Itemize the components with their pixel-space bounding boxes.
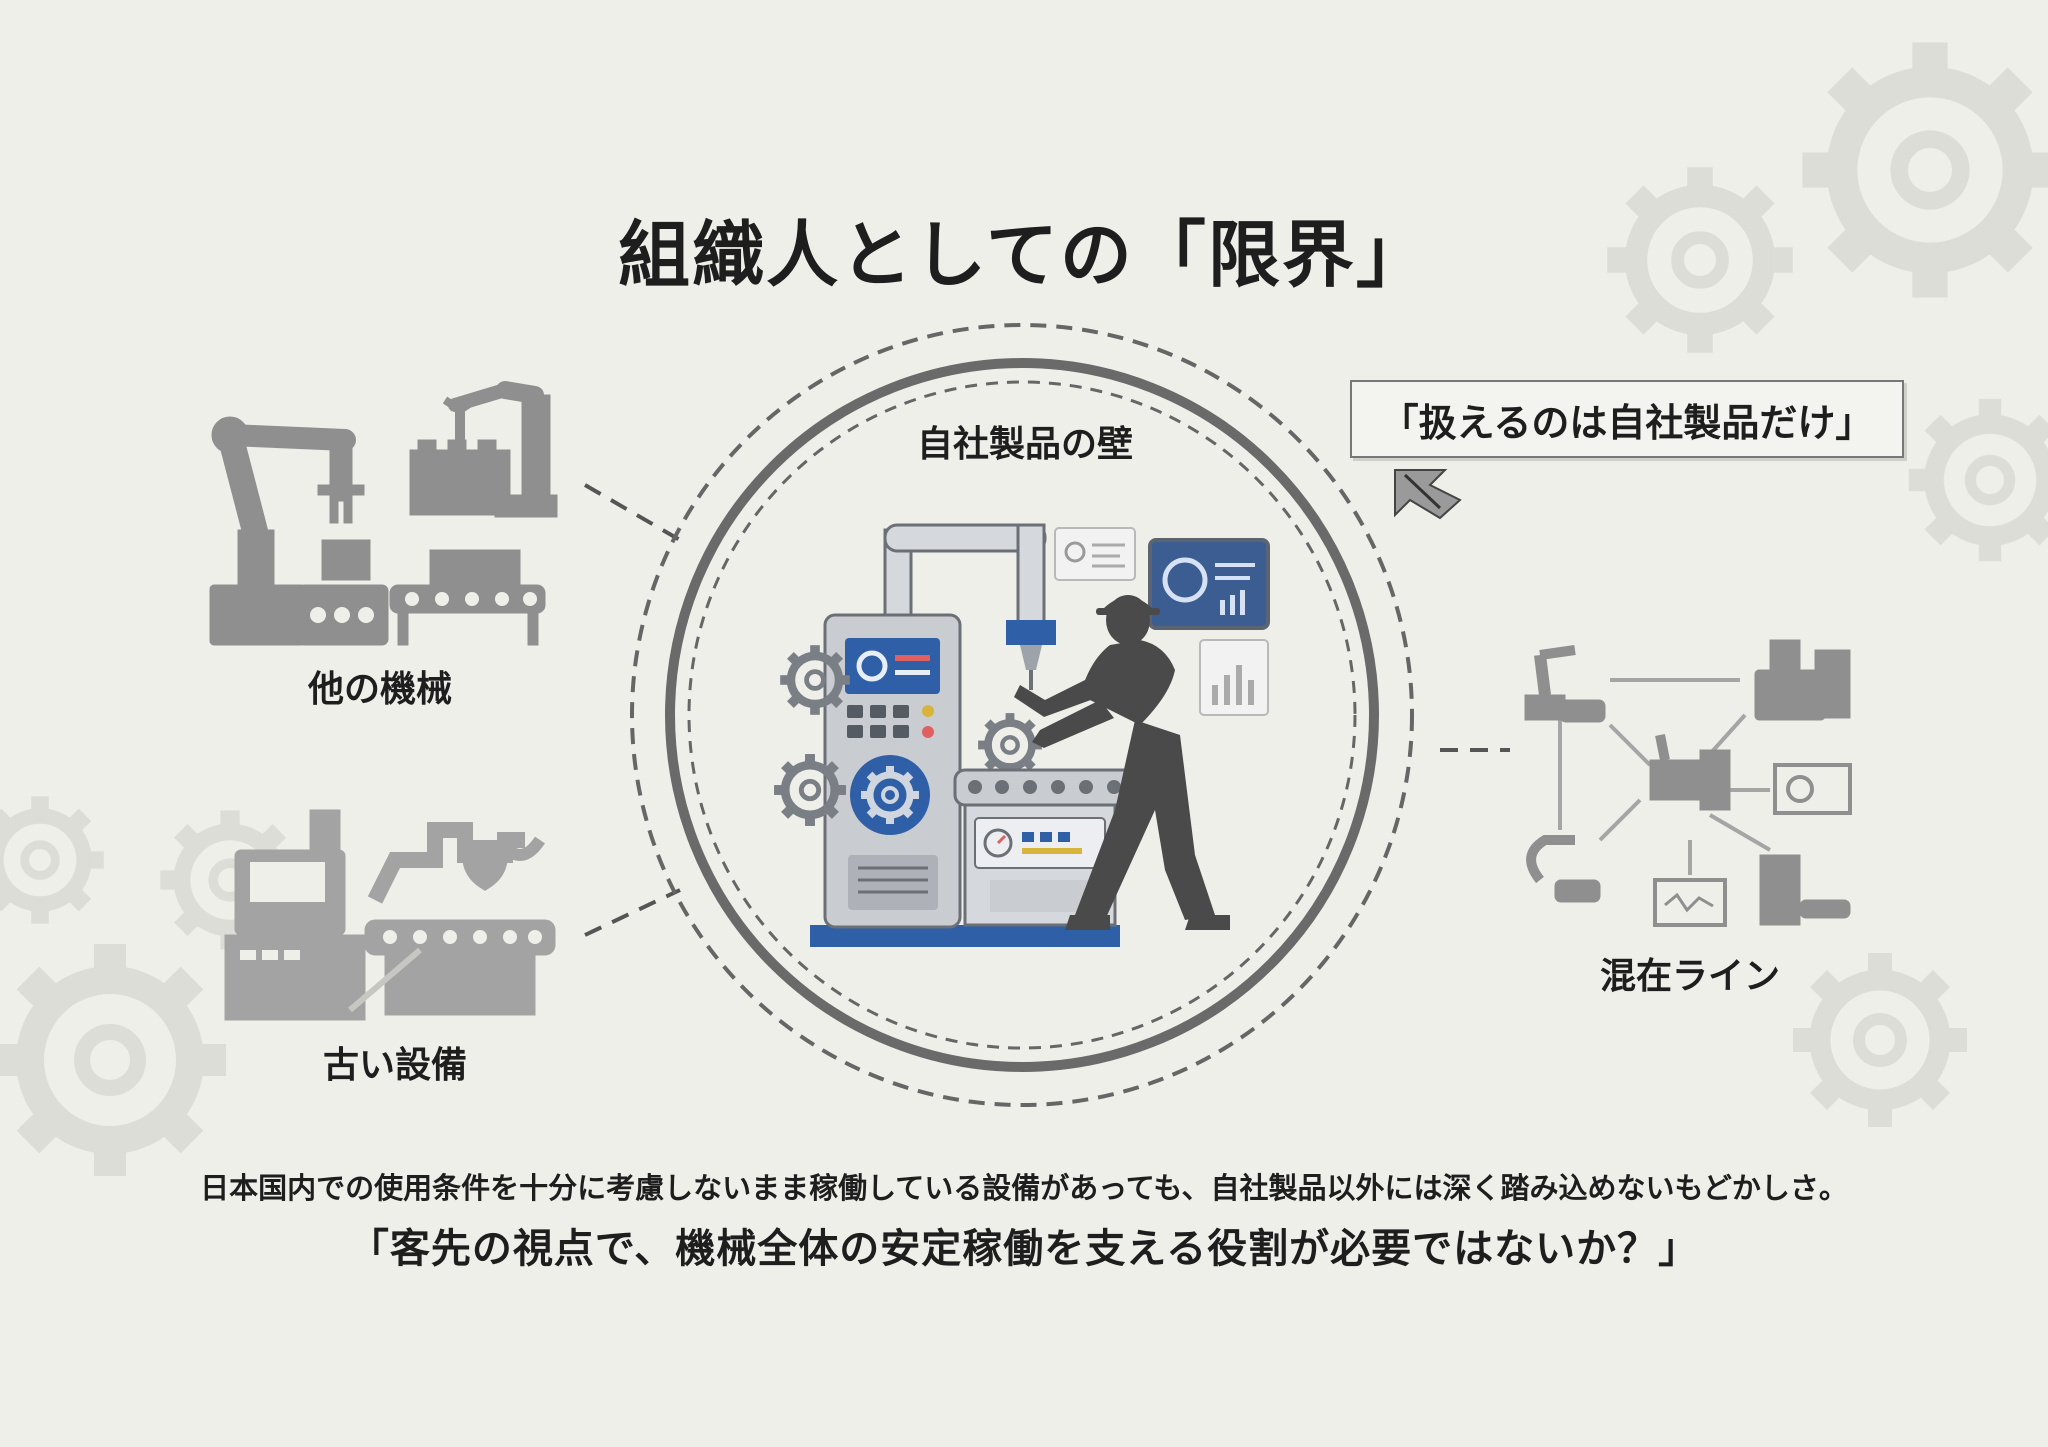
connector-lines: [583, 483, 1510, 937]
mixed-line-icon: [1524, 639, 1852, 927]
node-label-other-machines: 他の機械: [307, 669, 452, 710]
outer-dashed-ring: [630, 323, 1414, 1107]
inner-dashed-ring: [687, 380, 1357, 1050]
callout-box: 「扱えるのは自社製品だけ」: [1350, 380, 1904, 458]
footer-question: 「客先の視点で、機械全体の安定稼働を支える役割が必要ではないか？」: [348, 1226, 1700, 1272]
node-label-old-equipment: 古い設備: [322, 1045, 467, 1086]
connector-other-machines: [583, 483, 682, 542]
node-label-mixed-line: 混在ライン: [1599, 956, 1780, 997]
central-machine-icon: [774, 523, 1270, 947]
page-title: 組織人としての「限界」: [618, 212, 1430, 297]
solid-ring: [665, 358, 1379, 1072]
footer-description: 日本国内での使用条件を十分に考慮しないまま稼働している設備があっても、自社製品以…: [200, 1171, 1848, 1205]
worker-icon: [1014, 595, 1230, 930]
connector-old-equipment: [584, 888, 681, 937]
callout-arrow-icon: [1394, 469, 1462, 520]
old-equipment-icon: [224, 809, 556, 1021]
other-machines-icon: [209, 381, 558, 646]
center-label: 自社製品の壁: [916, 424, 1133, 465]
